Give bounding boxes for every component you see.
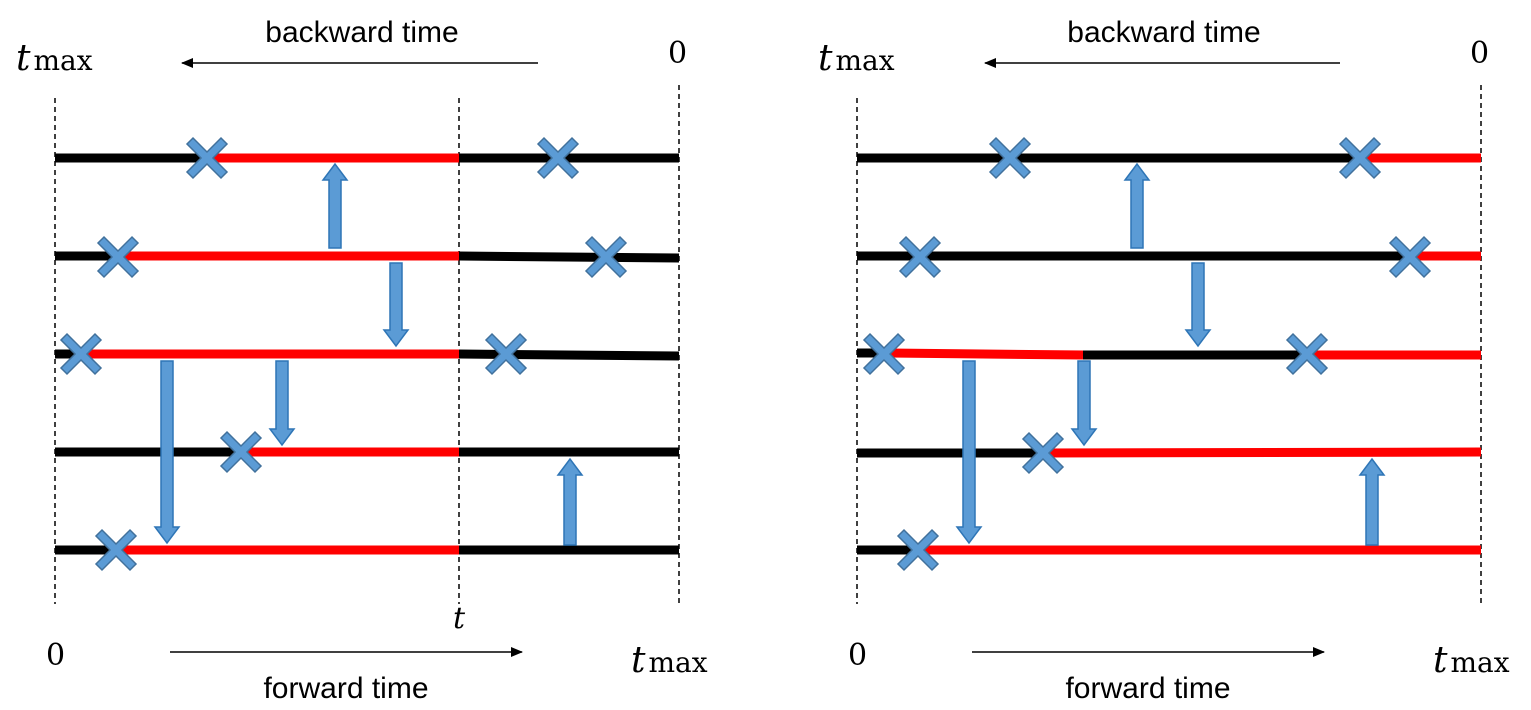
cross-icon xyxy=(59,332,103,376)
right-forward-time-label: forward time xyxy=(1065,672,1230,705)
cross-icon xyxy=(1021,431,1065,475)
cross-icon xyxy=(185,136,229,180)
left-lineage-2 xyxy=(55,251,680,263)
transfer-arrow-icon xyxy=(153,360,181,545)
cross-icon xyxy=(988,136,1032,180)
right-lineage-3 xyxy=(857,348,1481,360)
left-bottom-zero-label: 0 xyxy=(46,638,65,673)
transfer-arrow-icon xyxy=(955,360,983,545)
cross-icon xyxy=(536,136,580,180)
cross-icon xyxy=(484,332,528,376)
cross-icon xyxy=(898,235,942,279)
transfer-arrow-icon xyxy=(1358,457,1386,546)
cross-icon xyxy=(1338,136,1382,180)
cross-icon xyxy=(219,430,263,474)
transfer-arrow-icon xyxy=(321,162,349,249)
cross-icon xyxy=(96,235,140,279)
cross-icon xyxy=(584,235,628,279)
cross-icon xyxy=(94,528,138,572)
cross-icon xyxy=(896,528,940,572)
cross-icon xyxy=(1285,332,1329,376)
left-forward-time-label: forward time xyxy=(263,672,428,705)
left-lineage-3 xyxy=(55,349,680,361)
right-backward-time-label: backward time xyxy=(1067,16,1260,49)
transfer-arrow-icon xyxy=(1123,162,1151,249)
transfer-arrow-icon xyxy=(382,262,410,348)
transfer-arrow-icon xyxy=(1184,262,1212,348)
left-t-marker-label: t xyxy=(453,601,466,636)
right-bottom-zero-label: 0 xyxy=(848,638,867,673)
right-lineage-4 xyxy=(857,447,1482,458)
cross-icon xyxy=(1388,235,1432,279)
transfer-arrow-icon xyxy=(268,360,296,447)
transfer-arrow-icon xyxy=(556,457,584,546)
cross-icon xyxy=(862,332,906,376)
right-top-zero-label: 0 xyxy=(1470,36,1489,71)
transfer-arrow-icon xyxy=(1070,360,1098,447)
left-backward-time-label: backward time xyxy=(265,16,458,49)
left-top-zero-label: 0 xyxy=(668,36,687,71)
